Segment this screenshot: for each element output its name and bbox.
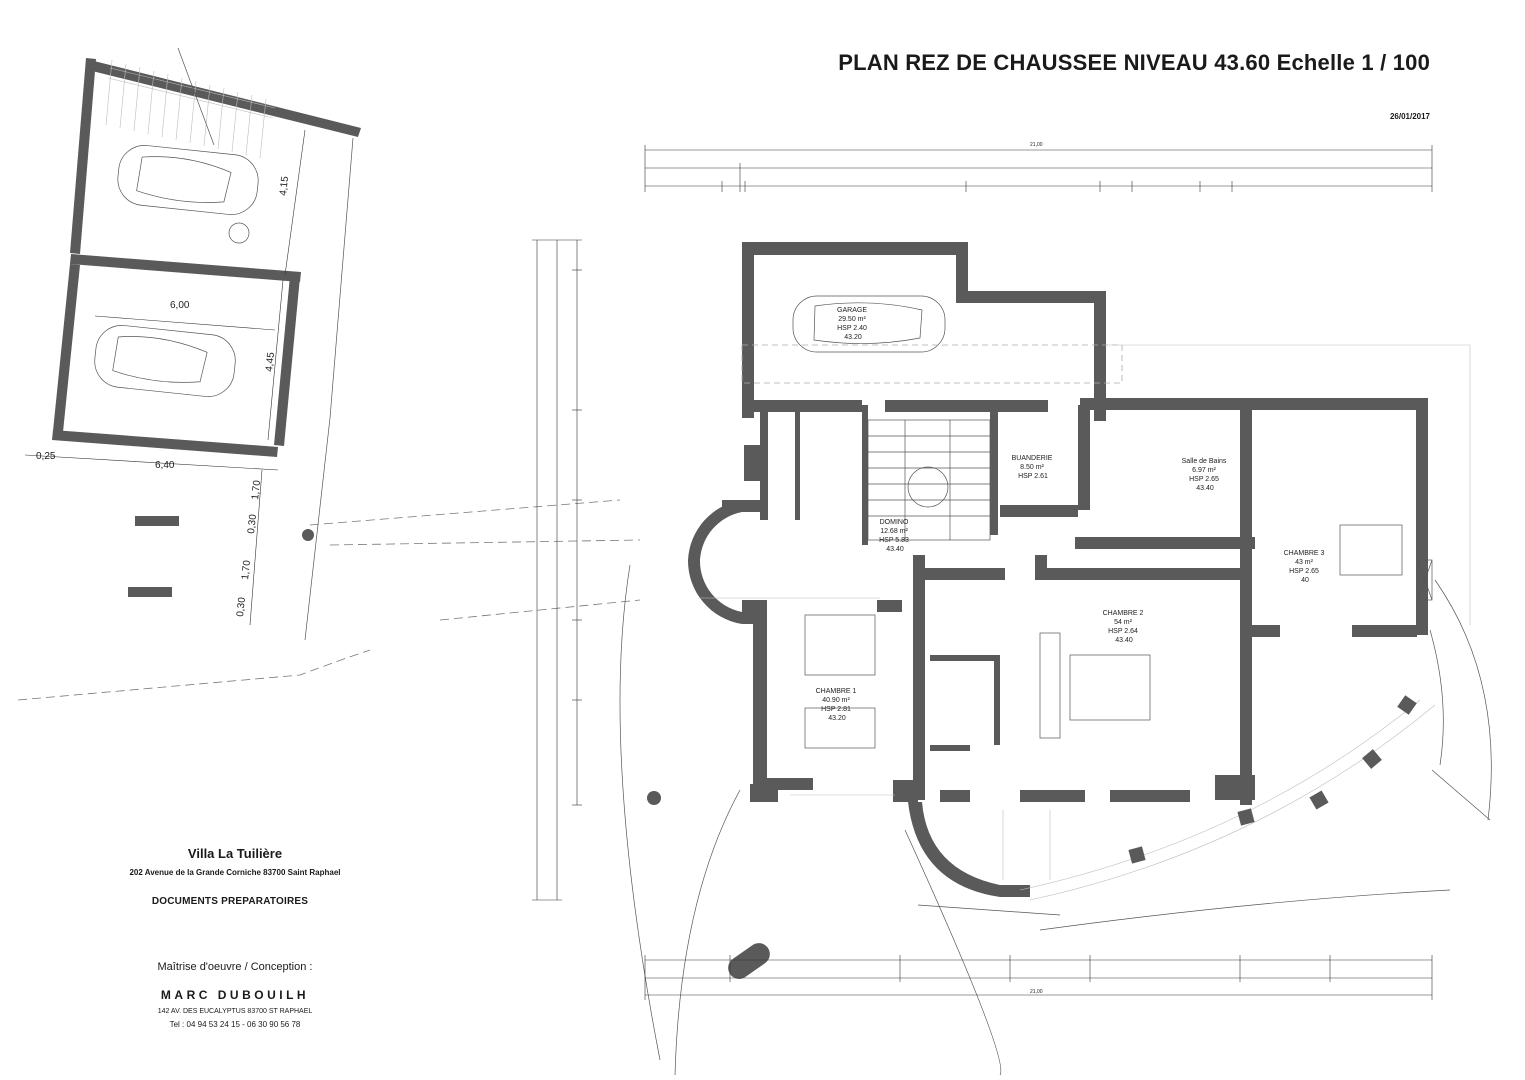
chambre3-area: 43 m² — [1295, 559, 1314, 566]
sdb-level: 43.40 — [1196, 485, 1214, 492]
chambre1-area: 40.90 m² — [822, 697, 850, 704]
dim-4-15: 4,15 — [278, 175, 291, 196]
domino-area: 12.68 m² — [880, 528, 908, 535]
buanderie-area: 8.50 m² — [1020, 464, 1044, 471]
parking-area: 4,15 6,00 4,45 0,25 6,40 1,70 0,30 1,70 … — [17, 47, 641, 701]
garage-name: GARAGE — [837, 307, 867, 314]
room-chambre-1: CHAMBRE 1 40.90 m² HSP 2.81 43.20 — [816, 688, 859, 722]
architect-name: MARC DUBOUILH — [160, 988, 310, 1002]
chambre2-area: 54 m² — [1114, 619, 1133, 626]
chambre2-level: 43.40 — [1115, 637, 1133, 644]
room-labels: GARAGE 29.50 m² HSP 2.40 43.20 BUANDERIE… — [816, 307, 1327, 722]
domino-name: DOMINO — [880, 519, 909, 526]
room-chambre-3: CHAMBRE 3 43 m² HSP 2.65 40 — [1284, 550, 1327, 584]
domino-level: 43.40 — [886, 546, 904, 553]
sdb-area: 6.97 m² — [1192, 467, 1216, 474]
maitrise-label: Maîtrise d'oeuvre / Conception : — [157, 961, 313, 973]
room-buanderie: BUANDERIE 8.50 m² HSP 2.61 — [1012, 455, 1055, 480]
left-dimension-chains — [532, 239, 582, 901]
dim-6-00: 6,00 — [170, 300, 190, 311]
villa-name: Villa La Tuilière — [187, 846, 283, 861]
buanderie-name: BUANDERIE — [1012, 455, 1053, 462]
room-domino: DOMINO 12.68 m² HSP 5.83 43.40 — [879, 519, 911, 553]
villa-address: 202 Avenue de la Grande Corniche 83700 S… — [129, 868, 341, 877]
room-chambre-2: CHAMBRE 2 54 m² HSP 2.64 43.40 — [1103, 610, 1146, 644]
buanderie-hsp: HSP 2.61 — [1018, 473, 1048, 480]
dim-1-70-b: 1,70 — [240, 559, 253, 580]
sdb-name: Salle de Bains — [1182, 458, 1227, 465]
room-garage: GARAGE 29.50 m² HSP 2.40 43.20 — [837, 307, 869, 341]
dim-4-45: 4,45 — [264, 351, 277, 372]
chambre3-name: CHAMBRE 3 — [1284, 550, 1325, 557]
dim-0-25: 0,25 — [36, 451, 56, 462]
domino-hsp: HSP 5.83 — [879, 537, 909, 544]
garage-area: 29.50 m² — [838, 316, 866, 323]
garage-level: 43.20 — [844, 334, 862, 341]
top-dimension-chains: 21,00 — [644, 142, 1433, 192]
chambre3-hsp: HSP 2.65 — [1289, 568, 1319, 575]
documents-label: DOCUMENTS PREPARATOIRES — [151, 896, 309, 907]
house-plan — [619, 242, 1492, 1076]
dim-1-70-a: 1,70 — [250, 479, 263, 500]
chambre1-name: CHAMBRE 1 — [816, 688, 857, 695]
sdb-hsp: HSP 2.65 — [1189, 476, 1219, 483]
dim-0-30-a: 0,30 — [246, 513, 259, 534]
bottom-total-dim: 21,00 — [1030, 989, 1043, 995]
top-total-dim: 21,00 — [1030, 142, 1043, 148]
chambre1-hsp: HSP 2.81 — [821, 706, 851, 713]
architect-address: 142 AV. DES EUCALYPTUS 83700 ST RAPHAEL — [157, 1008, 313, 1015]
garage-hsp: HSP 2.40 — [837, 325, 867, 332]
dim-0-30-b: 0,30 — [235, 596, 248, 617]
bottom-dimension-chains: 21,00 — [644, 955, 1433, 1000]
dim-6-40: 6,40 — [155, 460, 175, 471]
chambre2-hsp: HSP 2.64 — [1108, 628, 1138, 635]
chambre3-level: 40 — [1301, 577, 1309, 584]
chambre2-name: CHAMBRE 2 — [1103, 610, 1144, 617]
chambre1-level: 43.20 — [828, 715, 846, 722]
plan-title: PLAN REZ DE CHAUSSEE NIVEAU 43.60 Echell… — [838, 50, 1430, 75]
room-salle-de-bains: Salle de Bains 6.97 m² HSP 2.65 43.40 — [1182, 458, 1229, 492]
architect-phones: Tel : 04 94 53 24 15 - 06 30 90 56 78 — [169, 1020, 301, 1029]
plan-date: 26/01/2017 — [1389, 112, 1430, 121]
